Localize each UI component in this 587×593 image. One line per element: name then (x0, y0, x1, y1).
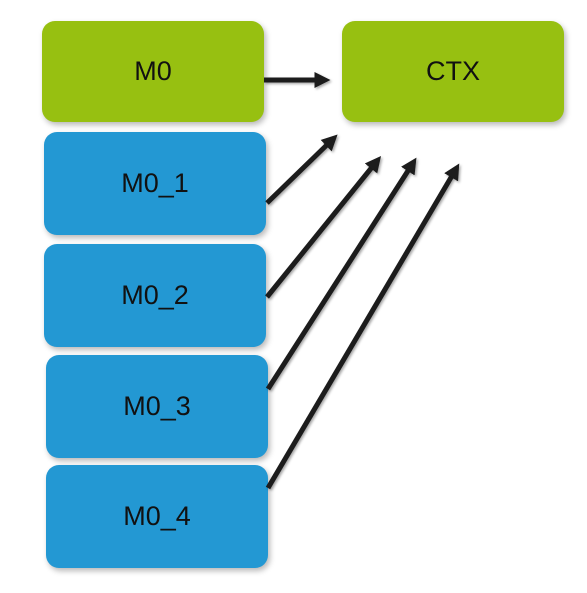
node-m0-1-label: M0_1 (121, 168, 189, 198)
node-m0-3: M0_3 (46, 355, 268, 458)
node-m0-1: M0_1 (44, 132, 266, 235)
node-m0-2-label: M0_2 (121, 280, 189, 310)
node-ctx-label: CTX (426, 56, 480, 86)
arrow-m0-1-to-ctx (265, 134, 338, 205)
node-m0-3-label: M0_3 (123, 391, 191, 421)
node-m0: M0 (42, 21, 264, 122)
arrow-m0-3-to-ctx (265, 157, 417, 391)
node-m0-2: M0_2 (44, 244, 266, 347)
node-m0-4-label: M0_4 (123, 501, 191, 531)
arrow-m0-2-to-ctx (265, 156, 382, 299)
node-m0-4: M0_4 (46, 465, 268, 568)
arrow-m0-4-to-ctx (265, 163, 460, 490)
node-m0-label: M0 (134, 56, 172, 86)
node-ctx: CTX (342, 21, 564, 122)
